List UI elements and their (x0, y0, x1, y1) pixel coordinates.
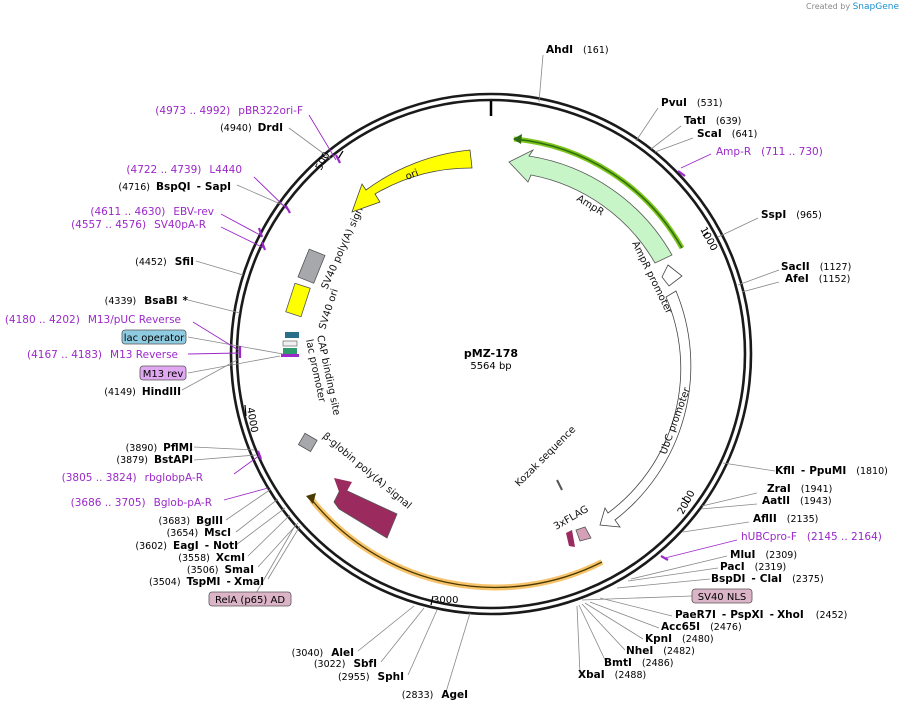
enzyme-bspqi-sapi: (4716)BspQI-SapI (118, 181, 231, 193)
ampr-feature-arrow (508, 148, 673, 264)
feature-label-kozak: Kozak sequence (513, 424, 578, 489)
sv40-nls-box (691, 588, 753, 604)
primer-m13-puc-reverse: (4180 .. 4202)M13/pUC Reverse (5, 314, 181, 326)
enzyme-msci: (3654)MscI (167, 527, 231, 539)
feature-label-sv40-polya: SV40 poly(A) signal (320, 198, 370, 292)
enzyme-nhei: NheI(2482) (626, 645, 695, 657)
enzyme-bsabi: (4339)BsaBI* (105, 295, 189, 307)
feature-label-sv40-ori: SV40 ori (317, 287, 340, 330)
backbone-outer (229, 92, 753, 616)
primer-sv40pa-r: (4557 .. 4576)SV40pA-R (71, 219, 206, 231)
primer-hubcpro-f: hUBCpro-F(2145 .. 2164) (741, 531, 882, 543)
lac-operator-box (121, 329, 187, 345)
enzyme-paci: PacI(2319) (720, 561, 786, 573)
enzyme-tati: TatI(639) (684, 115, 741, 127)
enzyme-afei: AfeI(1152) (785, 273, 850, 285)
tick-3000: 3000 (433, 595, 458, 606)
backbone-inner (235, 98, 747, 610)
enzyme-acc65i: Acc65I(2476) (661, 621, 742, 633)
rela-track-arrowhead (306, 493, 316, 504)
bglobin-polya-head (334, 478, 352, 500)
rela-box (208, 591, 292, 607)
m13-mark (281, 354, 299, 357)
rela-label: RelA (p65) AD (215, 595, 285, 606)
lac-promoter-mark (283, 348, 297, 354)
enzyme-sbfi: (3022)SbfI (314, 658, 377, 670)
feature-label-ori: ori (404, 168, 420, 183)
primer-leader-lines (187, 114, 738, 559)
feature-label-ubc: UbC promoter (658, 385, 693, 456)
snapgene-credit: Created by SnapGene (806, 2, 899, 12)
enzyme-sfii: (4452)SfiI (135, 256, 194, 268)
enzyme-zrai: ZraI(1941) (767, 483, 832, 495)
ubc-promoter-arrow (599, 290, 692, 528)
primer-amp-r: Amp-R(711 .. 730) (716, 146, 823, 158)
ampr-track-core (513, 138, 683, 249)
primer-l4440: (4722 .. 4739)L4440 (126, 164, 242, 176)
primer-rbglobpa-r: (3805 .. 3824)rbglobpA-R (62, 472, 203, 484)
enzyme-smai: (3506)SmaI (187, 564, 254, 576)
plasmid-name: pMZ-178 (464, 347, 518, 360)
enzyme-aflii: AflII(2135) (753, 513, 818, 525)
flag-arrow (575, 526, 592, 542)
flag-small-feature (566, 530, 575, 547)
primer-bglob-pa-r: (3686 .. 3705)Bglob-pA-R (71, 497, 212, 509)
rela-track-core (311, 499, 603, 589)
enzyme-scai: ScaI(641) (697, 128, 757, 140)
enzyme-aatii: AatII(1943) (762, 495, 832, 507)
m13-rev-label: M13 rev (143, 369, 184, 380)
enzyme-bstapi: (3879)BstAPI (116, 454, 193, 466)
enzyme-xcmi: (3558)XcmI (178, 552, 245, 564)
enzyme-pvui: PvuI(531) (661, 97, 722, 109)
primer-ebv-rev: (4611 .. 4630)EBV-rev (90, 206, 214, 218)
scale-ticks (244, 150, 709, 606)
enzyme-sacii: SacII(1127) (781, 261, 851, 273)
ori-arrow (351, 149, 473, 213)
ampr-promoter-arrow (661, 264, 683, 287)
ampr-track-arrowhead (513, 134, 522, 144)
enzyme-kfli-ppumi: KflI-PpuMI(1810) (775, 465, 888, 477)
enzyme-bglii: (3683)BglII (158, 515, 223, 527)
feature-label-bglobin: β-globin poly(A) signal (320, 431, 413, 512)
tick-1000: 1000 (697, 225, 719, 253)
enzyme-ahdi: AhdI(161) (546, 44, 609, 56)
sv40-nls-label: SV40 NLS (698, 592, 747, 603)
enzyme-mlui: MluI(2309) (730, 549, 797, 561)
snapgene-brand: SnapGene (852, 2, 899, 12)
enzyme-drdi: (4940)DrdI (220, 122, 283, 134)
primer-m13-reverse: (4167 .. 4183)M13 Reverse (27, 349, 178, 361)
lac-operator-label: lac operator (124, 333, 185, 344)
enzyme-alei: (3040)AleI (292, 647, 354, 659)
enzyme-pflmi: (3890)PflMI (126, 442, 193, 454)
enzyme-bspdi-clai: BspDI-ClaI(2375) (711, 573, 824, 585)
sv40-ori-box (285, 282, 311, 318)
enzyme-bmti: BmtI(2486) (604, 657, 673, 669)
enzyme-kpni: KpnI(2480) (645, 633, 714, 645)
enzyme-paer7i-pspxi-xhoi: PaeR7I-PspXI-XhoI(2452) (675, 609, 847, 621)
bglobin-polya-arrow (333, 487, 398, 539)
grey-feature-small (297, 432, 318, 453)
sv40-polya-box (297, 248, 326, 284)
primer-site-marks (238, 154, 686, 561)
m13-rev-box (139, 365, 187, 381)
tick-4000: 4000 (244, 407, 259, 434)
enzyme-agei: (2833)AgeI (402, 689, 468, 701)
lac-operator-mark (282, 340, 298, 347)
enzyme-hindiii: (4149)HindIII (104, 386, 181, 398)
kozak-mark (556, 479, 563, 491)
enzyme-sspi: SspI(965) (761, 209, 822, 221)
enzyme-tspmi-xmai: (3504)TspMI-XmaI (149, 576, 264, 588)
enzyme-xbai: XbaI(2488) (578, 669, 646, 681)
primer-pbr322ori-f: (4973 .. 4992)pBR322ori-F (155, 105, 303, 117)
tick-2000: 2000 (676, 489, 698, 517)
plasmid-size: 5564 bp (470, 361, 511, 372)
cap-binding-site-mark (285, 332, 299, 338)
enzyme-eagi-noti: (3602)EagI-NotI (135, 540, 238, 552)
enzyme-sphi: (2955)SphI (338, 671, 404, 683)
enzyme-leader-lines (181, 54, 780, 693)
